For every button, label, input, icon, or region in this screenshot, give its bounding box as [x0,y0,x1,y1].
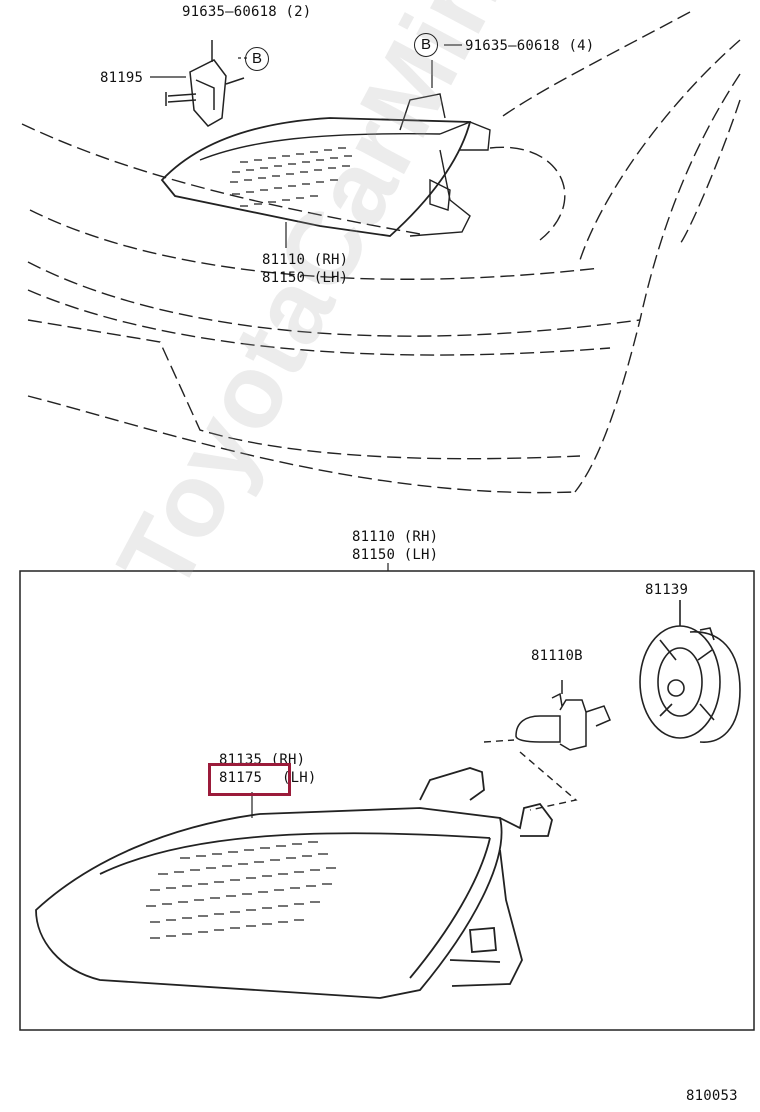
car-body-outline [21,11,741,494]
circle-marker-b-right: B [414,33,438,57]
bulb-81110b [515,680,611,751]
detail-frame [19,570,755,1031]
headlamp-detail [35,767,553,999]
bracket-81195 [165,40,245,127]
label-box-title-rh: 81110 (RH) [352,529,439,545]
label-lamp-rh-top: 81110 (RH) [262,252,349,268]
label-bulb: 81110B [531,648,583,664]
highlight-box-81175[interactable] [208,763,291,796]
label-lamp-lh-top: 81150 (LH) [262,270,349,286]
leader-lines-top [150,44,462,248]
circle-marker-b-left: B [245,47,269,71]
lens-pattern-detail [146,841,336,939]
label-bolt-2: 91635–60618 (2) [182,4,312,20]
diagram-code: 810053 [686,1088,738,1104]
label-bracket: 81195 [100,70,144,86]
label-bolt-4: 91635–60618 (4) [465,38,595,54]
label-lens-lh-part[interactable]: 81175 [219,770,263,786]
lens-pattern-top [230,147,352,207]
headlamp-top-view [160,93,491,237]
socket-cover-81139 [639,600,741,743]
label-socket-cover: 81139 [645,582,689,598]
label-box-title-lh: 81150 (LH) [352,547,439,563]
assembly-guide [483,739,578,811]
